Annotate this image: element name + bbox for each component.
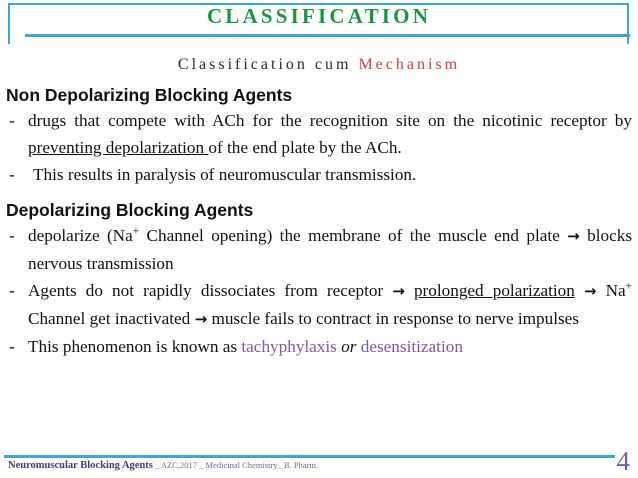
bullet-text: Agents do not rapidly dissociates from r… bbox=[28, 277, 634, 333]
bullet-marker: - bbox=[9, 281, 15, 300]
bullet-text: This results in paralysis of neuromuscul… bbox=[28, 161, 634, 188]
page-title: CLASSIFICATION bbox=[206, 4, 432, 28]
bullet-marker: - bbox=[9, 337, 15, 356]
page-number: 4 bbox=[616, 446, 631, 476]
text-run: Agents do not rapidly dissociates from r… bbox=[28, 281, 393, 300]
right-arrow-icon: → bbox=[567, 227, 580, 245]
footer-lead: Neuromuscular Blocking Agents bbox=[8, 460, 153, 471]
bullet-text: depolarize (Na+ Channel opening) the mem… bbox=[28, 222, 634, 277]
superscript-charge: + bbox=[625, 280, 633, 293]
subtitle: Classification cum Mechanism bbox=[0, 55, 638, 75]
subtitle-accent: Mechanism bbox=[358, 56, 461, 73]
text-run: Na bbox=[596, 281, 626, 300]
bullet-item: -Agents do not rapidly dissociates from … bbox=[6, 277, 634, 333]
bullet-item: -This results in paralysis of neuromuscu… bbox=[6, 161, 634, 188]
text-run bbox=[405, 281, 414, 300]
right-arrow-icon: → bbox=[583, 282, 597, 300]
bullet-item: -This phenomenon is known as tachyphylax… bbox=[6, 333, 634, 360]
bullet-marker: - bbox=[9, 226, 15, 245]
underlined-phrase: preventing depolarization bbox=[28, 138, 209, 157]
section-spacer bbox=[6, 188, 634, 199]
section-heading: Non Depolarizing Blocking Agents bbox=[6, 85, 293, 105]
text-run: This results in paralysis of neuromuscul… bbox=[33, 165, 417, 184]
bullet-marker: - bbox=[9, 111, 15, 130]
text-run: muscle fails to contract in response to … bbox=[207, 309, 579, 328]
highlight-term: tachyphylaxis bbox=[241, 337, 337, 356]
bullet-item: -drugs that compete with ACh for the rec… bbox=[6, 107, 634, 161]
footer-rule bbox=[4, 455, 615, 458]
text-run: Channel get inactivated bbox=[28, 309, 195, 328]
bullet-text: drugs that compete with ACh for the reco… bbox=[28, 107, 634, 161]
bullet-text: This phenomenon is known as tachyphylaxi… bbox=[28, 333, 634, 360]
text-run bbox=[575, 281, 584, 300]
text-run: This phenomenon is known as bbox=[28, 337, 242, 356]
slide-content: Non Depolarizing Blocking Agents-drugs t… bbox=[6, 84, 634, 360]
right-arrow-icon: → bbox=[392, 282, 405, 300]
footer-tail: _ AZC,2017 _ Medicinal Chemistry_ B. Pha… bbox=[152, 460, 319, 470]
highlight-term: desensitization bbox=[360, 337, 463, 356]
title-underline-rule bbox=[25, 34, 630, 37]
text-run: depolarize (Na bbox=[28, 226, 133, 245]
title-frame bbox=[8, 3, 629, 44]
text-run: of the end plate by the ACh. bbox=[208, 138, 402, 157]
superscript-charge: + bbox=[132, 225, 140, 238]
footer-text: Neuromuscular Blocking Agents _ AZC,2017… bbox=[8, 460, 318, 471]
underlined-phrase: prolonged polarization bbox=[413, 281, 575, 300]
italic-conjunction: or bbox=[341, 337, 357, 356]
section-heading: Depolarizing Blocking Agents bbox=[6, 200, 254, 220]
bullet-item: -depolarize (Na+ Channel opening) the me… bbox=[6, 222, 634, 277]
text-run: drugs that compete with ACh for the reco… bbox=[28, 111, 632, 130]
right-arrow-icon: → bbox=[194, 310, 208, 328]
text-run: Channel opening) the membrane of the mus… bbox=[139, 226, 568, 245]
subtitle-plain: Classification cum bbox=[177, 56, 359, 73]
text-run: blocks nervous transmission bbox=[28, 226, 633, 273]
bullet-marker: - bbox=[9, 165, 15, 184]
